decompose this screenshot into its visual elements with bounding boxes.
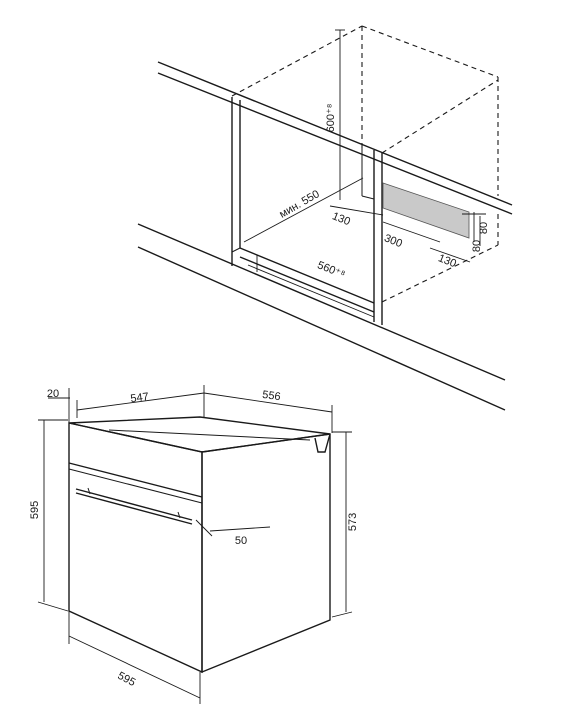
oven-front-height-label: 595 bbox=[29, 501, 41, 519]
niche-vent-height-b-label: 80 bbox=[471, 240, 483, 252]
oven-handle-offset-label: 50 bbox=[235, 535, 247, 547]
oven-body-height-label: 573 bbox=[347, 513, 359, 531]
niche-offset-left-label: 130 bbox=[330, 210, 352, 228]
oven-panel-thickness-label: 20 bbox=[47, 388, 59, 400]
oven-drawing: 20 547 556 595 573 595 50 bbox=[29, 385, 359, 704]
niche-height-label: 600⁺⁸ bbox=[325, 104, 337, 133]
ventilation-opening bbox=[382, 182, 470, 239]
niche-drawing: 600⁺⁸ мин. 550 560⁺⁸ 130 300 130 80 80 bbox=[137, 25, 513, 411]
oven-total-depth-label: 556 bbox=[261, 389, 281, 403]
oven-body-depth-label: 547 bbox=[130, 391, 150, 405]
niche-depth-label: мин. 550 bbox=[277, 188, 321, 221]
niche-vent-height-a-label: 80 bbox=[478, 222, 490, 234]
niche-offset-right-label: 130 bbox=[436, 252, 458, 270]
niche-vent-length-label: 300 bbox=[382, 232, 404, 250]
oven-front-width-label: 595 bbox=[115, 670, 137, 689]
niche-width-label: 560⁺⁸ bbox=[316, 259, 347, 281]
